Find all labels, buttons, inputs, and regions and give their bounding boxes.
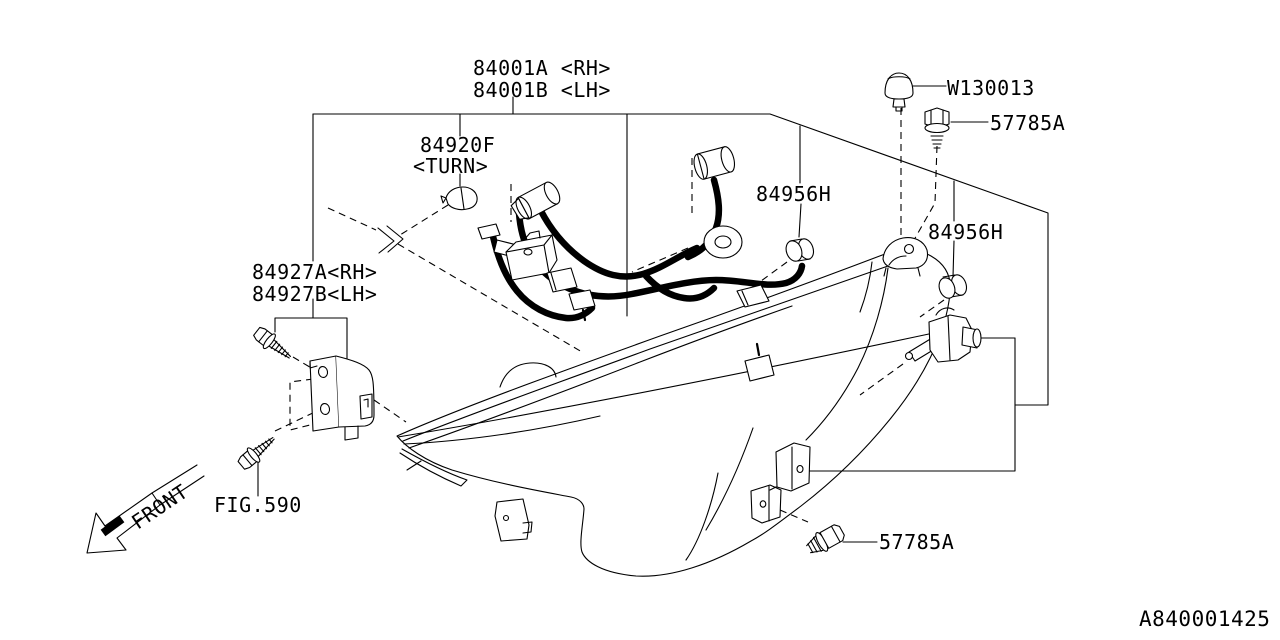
bulb-socket-icon: [693, 146, 736, 180]
relay-box-icon: [505, 230, 558, 281]
turn-bulb-icon: [440, 186, 478, 211]
connector-icon: [744, 354, 775, 382]
lamp-foot-bracket-lower: [750, 484, 782, 524]
label-grommet-upper: 84956H: [756, 182, 831, 206]
screw-icon-top: [924, 107, 950, 149]
label-turn-bulb: 84920F: [420, 133, 495, 157]
screw-icon-bracket-upper: [253, 326, 291, 359]
label-retainer-clip: W130013: [947, 76, 1035, 100]
label-figure-reference: FIG.590: [214, 493, 302, 517]
leader-lines: [257, 85, 1049, 543]
front-arrow-icon: [86, 464, 205, 554]
lamp-foot-bracket-upper: [775, 442, 811, 492]
bulb-socket-icon: [510, 181, 561, 220]
retainer-clip-icon: [884, 72, 914, 112]
break-chevron-marks: [377, 225, 404, 254]
bulb-holder-icon: [703, 225, 743, 259]
connector-icon: [546, 267, 578, 293]
connector-icon: [477, 223, 501, 240]
label-screw-upper: 57785A: [990, 111, 1065, 135]
label-bracket-rh: 84927A<RH>: [252, 260, 377, 284]
screw-icon-fig590: [237, 437, 275, 470]
connector-icon: [736, 284, 770, 308]
harness-drawing: [477, 146, 806, 382]
label-headlamp-rh: 84001A <RH>: [473, 56, 611, 80]
connector-icon: [568, 289, 596, 311]
label-headlamp-lh: 84001B <LH>: [473, 78, 611, 102]
lamp-lower-bracket: [494, 498, 530, 542]
label-bracket-lh: 84927B<LH>: [252, 282, 377, 306]
screw-icon-bottom: [806, 524, 845, 554]
headlamp-bracket-icon: [309, 355, 375, 441]
label-turn-qualifier: <TURN>: [413, 154, 488, 178]
drawing-number: A840001425: [1139, 607, 1270, 631]
grommet-icon-lower: [938, 274, 968, 299]
leveling-adjuster-icon: [904, 307, 982, 363]
label-front-direction: FRONT: [127, 479, 192, 534]
dashed-leader-lines: [274, 108, 945, 523]
callout-labels: 84001A <RH> 84001B <LH> 84920F <TURN> W1…: [127, 56, 1270, 631]
grommet-icon-upper: [785, 238, 815, 262]
label-screw-lower: 57785A: [879, 530, 954, 554]
lamp-mount-tab: [882, 237, 929, 270]
headlamp-assembly-drawing: [396, 237, 951, 577]
label-grommet-lower: 84956H: [928, 220, 1003, 244]
